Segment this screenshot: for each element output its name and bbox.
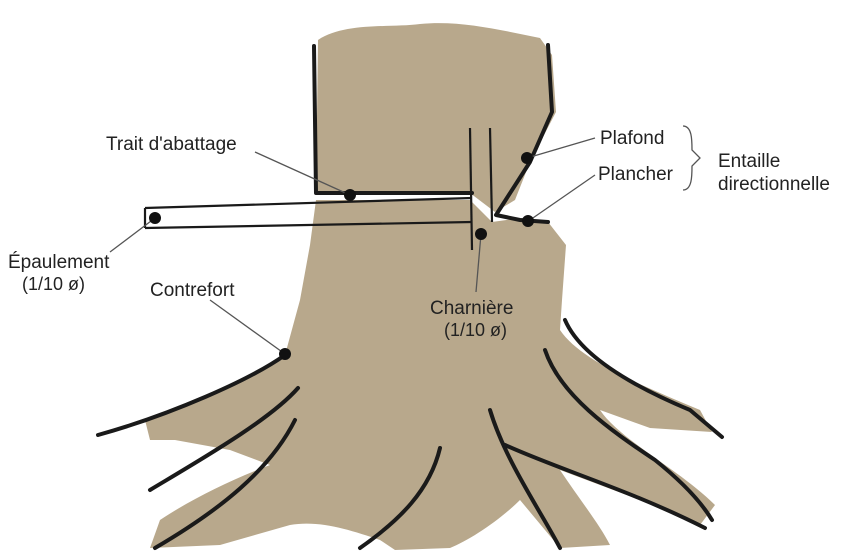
leader-plancher <box>530 175 595 220</box>
dot-epaulement <box>149 212 161 224</box>
label-entaille-line2: directionnelle <box>718 174 830 195</box>
label-trait-abattage: Trait d'abattage <box>106 134 237 155</box>
dot-charniere <box>475 228 487 240</box>
dot-trait-abattage <box>344 189 356 201</box>
label-epaulement-line2: (1/10 ø) <box>22 274 85 294</box>
label-charniere-line1: Charnière <box>430 298 513 319</box>
label-charniere-line2: (1/10 ø) <box>444 320 507 340</box>
label-plafond: Plafond <box>600 128 664 149</box>
leader-epaulement <box>110 218 155 252</box>
label-entaille-line1: Entaille <box>718 151 780 172</box>
upper-trunk-fill <box>316 23 556 212</box>
dot-contrefort <box>279 348 291 360</box>
label-plancher: Plancher <box>598 164 674 185</box>
leader-contrefort <box>210 300 285 354</box>
label-epaulement-line1: Épaulement <box>8 252 110 273</box>
dot-plafond <box>521 152 533 164</box>
label-contrefort: Contrefort <box>150 280 235 301</box>
entaille-brace <box>683 126 700 190</box>
dot-plancher <box>522 215 534 227</box>
